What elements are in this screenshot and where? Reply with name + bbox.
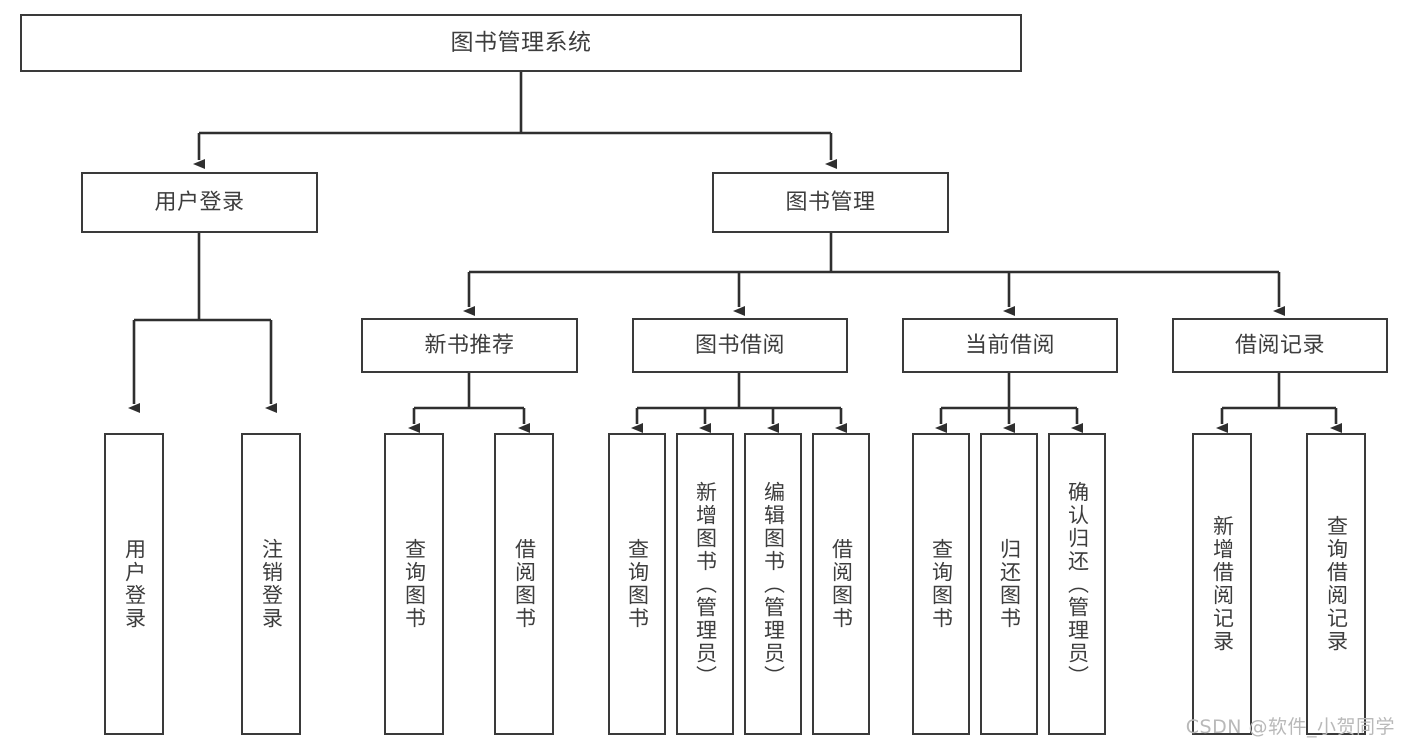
- node-new-book-recommend[interactable]: 新书推荐: [361, 318, 578, 373]
- node-new-book-recommend-label: 新书推荐: [424, 332, 515, 358]
- leaf-borrow-record-query[interactable]: 查询借阅记录: [1306, 433, 1366, 735]
- leaf-book-borrow-add-label: 新增图书（管理员）: [693, 480, 718, 688]
- node-book-borrow-label: 图书借阅: [694, 332, 785, 358]
- leaf-borrow-record-add-label: 新增借阅记录: [1210, 515, 1235, 653]
- node-root-label: 图书管理系统: [450, 29, 592, 56]
- leaf-borrow-record-query-label: 查询借阅记录: [1324, 515, 1349, 653]
- leaf-book-borrow-add[interactable]: 新增图书（管理员）: [676, 433, 734, 735]
- leaf-book-borrow-edit-label: 编辑图书（管理员）: [761, 480, 786, 688]
- node-current-borrow[interactable]: 当前借阅: [902, 318, 1118, 373]
- node-current-borrow-label: 当前借阅: [964, 332, 1055, 358]
- leaf-current-borrow-query-label: 查询图书: [929, 538, 954, 630]
- leaf-new-book-borrow-label: 借阅图书: [512, 538, 537, 630]
- node-book-management-label: 图书管理: [785, 189, 876, 215]
- leaf-user-login-login[interactable]: 用户登录: [104, 433, 164, 735]
- leaf-current-borrow-return-label: 归还图书: [997, 538, 1022, 630]
- node-borrow-record-label: 借阅记录: [1234, 332, 1325, 358]
- leaf-user-login-login-label: 用户登录: [122, 538, 147, 630]
- leaf-user-login-logout[interactable]: 注销登录: [241, 433, 301, 735]
- leaf-borrow-record-add[interactable]: 新增借阅记录: [1192, 433, 1252, 735]
- leaf-current-borrow-return[interactable]: 归还图书: [980, 433, 1038, 735]
- node-book-borrow[interactable]: 图书借阅: [632, 318, 848, 373]
- leaf-new-book-borrow[interactable]: 借阅图书: [494, 433, 554, 735]
- node-user-login[interactable]: 用户登录: [81, 172, 318, 233]
- node-root-book-management-system[interactable]: 图书管理系统: [20, 14, 1022, 72]
- leaf-user-login-logout-label: 注销登录: [259, 538, 284, 630]
- leaf-current-borrow-confirm-return[interactable]: 确认归还（管理员）: [1048, 433, 1106, 735]
- leaf-current-borrow-confirm-return-label: 确认归还（管理员）: [1065, 480, 1090, 688]
- node-borrow-record[interactable]: 借阅记录: [1172, 318, 1388, 373]
- node-book-management[interactable]: 图书管理: [712, 172, 949, 233]
- leaf-book-borrow-query-label: 查询图书: [625, 538, 650, 630]
- leaf-book-borrow-borrow-label: 借阅图书: [829, 538, 854, 630]
- leaf-book-borrow-borrow[interactable]: 借阅图书: [812, 433, 870, 735]
- leaf-new-book-query[interactable]: 查询图书: [384, 433, 444, 735]
- leaf-new-book-query-label: 查询图书: [402, 538, 427, 630]
- leaf-book-borrow-query[interactable]: 查询图书: [608, 433, 666, 735]
- node-user-login-label: 用户登录: [154, 189, 245, 215]
- csdn-watermark: CSDN @软件_小贺同学: [1185, 716, 1395, 738]
- leaf-book-borrow-edit[interactable]: 编辑图书（管理员）: [744, 433, 802, 735]
- leaf-current-borrow-query[interactable]: 查询图书: [912, 433, 970, 735]
